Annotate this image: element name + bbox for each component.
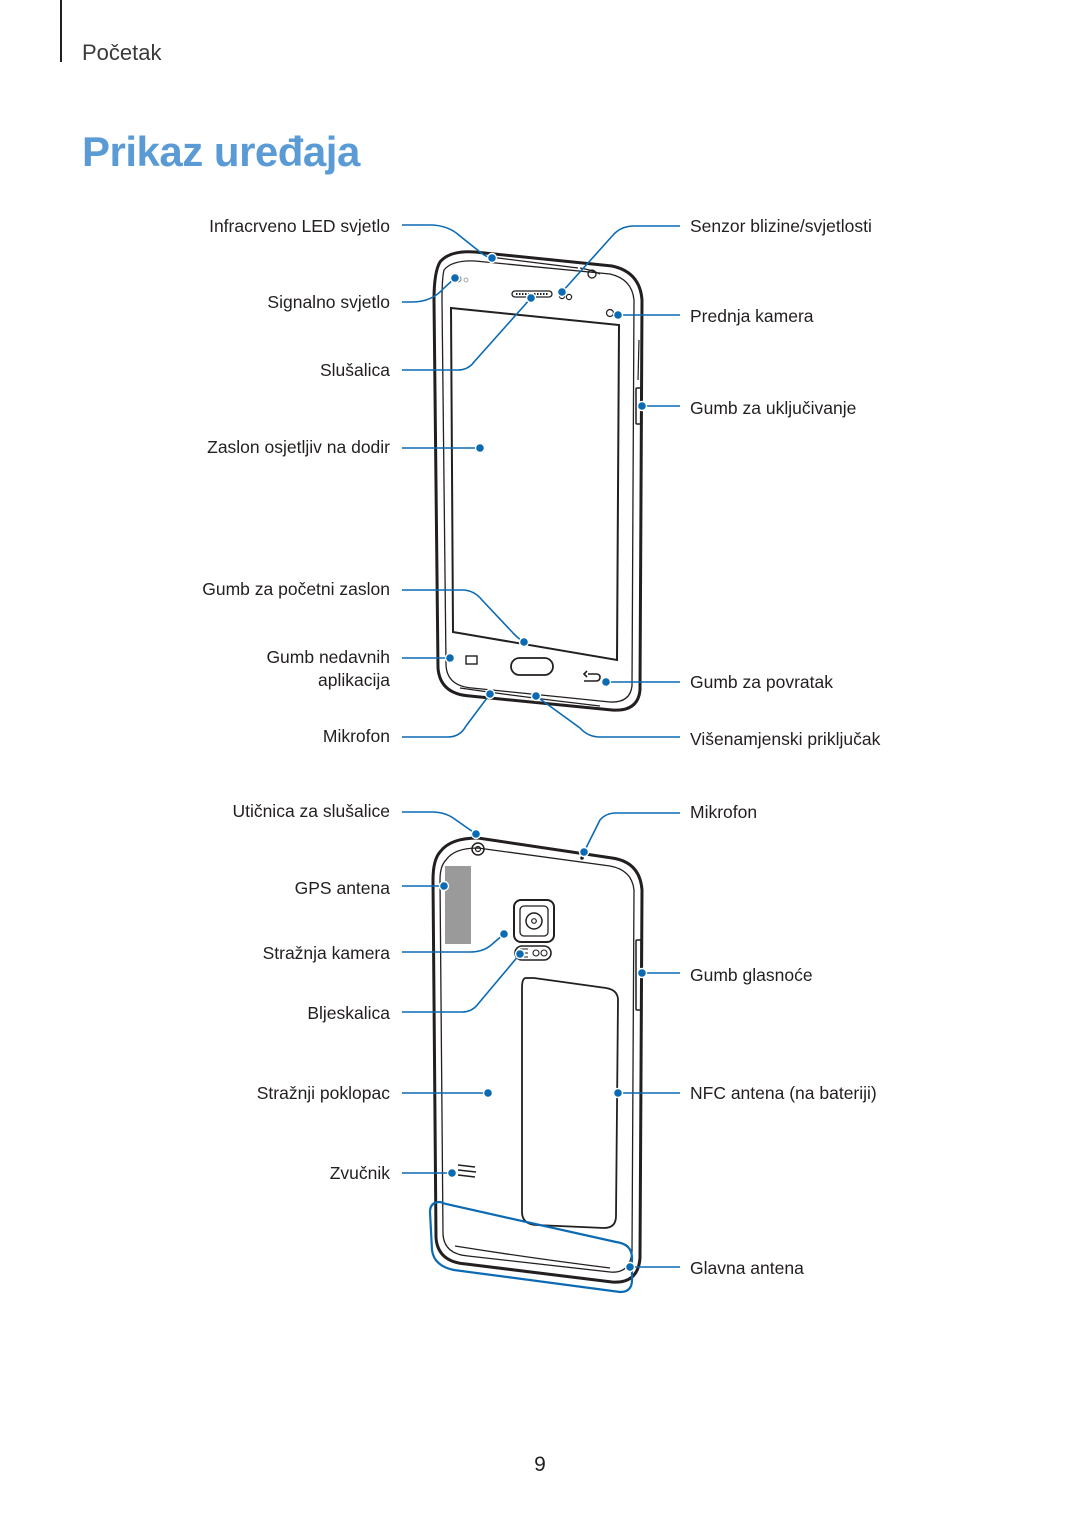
label-rear-camera: Stražnja kamera [262, 943, 390, 963]
label-gps-antenna: GPS antena [294, 878, 390, 898]
sidebar-rule [60, 0, 62, 62]
label-recent-apps-line2: aplikacija [318, 670, 390, 690]
label-microphone-top: Mikrofon [690, 802, 758, 822]
label-microphone-bottom: Mikrofon [322, 726, 390, 746]
label-notification-light: Signalno svjetlo [267, 292, 390, 312]
front-phone [432, 250, 644, 712]
page-title: Prikaz uređaja [82, 128, 360, 175]
label-nfc-antenna: NFC antena (na bateriji) [690, 1083, 877, 1103]
label-front-camera: Prednja kamera [690, 306, 814, 326]
label-volume-key: Gumb glasnoće [690, 965, 813, 985]
label-speaker: Zvučnik [329, 1163, 390, 1183]
label-earpiece: Slušalica [319, 360, 390, 380]
back-phone [431, 836, 644, 1284]
label-flash: Bljeskalica [307, 1003, 390, 1023]
label-main-antenna: Glavna antena [690, 1258, 804, 1278]
label-ir-led: Infracrveno LED svjetlo [209, 216, 390, 236]
label-back-key: Gumb za povratak [690, 672, 833, 692]
page-number: 9 [534, 1453, 546, 1476]
label-multipurpose-jack: Višenamjenski priključak [690, 729, 881, 749]
label-back-cover: Stražnji poklopac [256, 1083, 390, 1103]
section-label: Početak [82, 40, 162, 65]
label-headset-jack: Utičnica za slušalice [232, 801, 390, 821]
main-antenna-outline [428, 1200, 634, 1294]
label-recent-apps-line1: Gumb nedavnih [266, 647, 390, 667]
callout-dots [438, 252, 648, 1273]
label-home-key: Gumb za početni zaslon [202, 579, 390, 599]
callout-lines [402, 224, 680, 1268]
label-touchscreen: Zaslon osjetljiv na dodir [207, 437, 390, 457]
label-power-key: Gumb za uključivanje [690, 398, 857, 418]
label-proximity-sensor: Senzor blizine/svjetlosti [690, 216, 872, 236]
